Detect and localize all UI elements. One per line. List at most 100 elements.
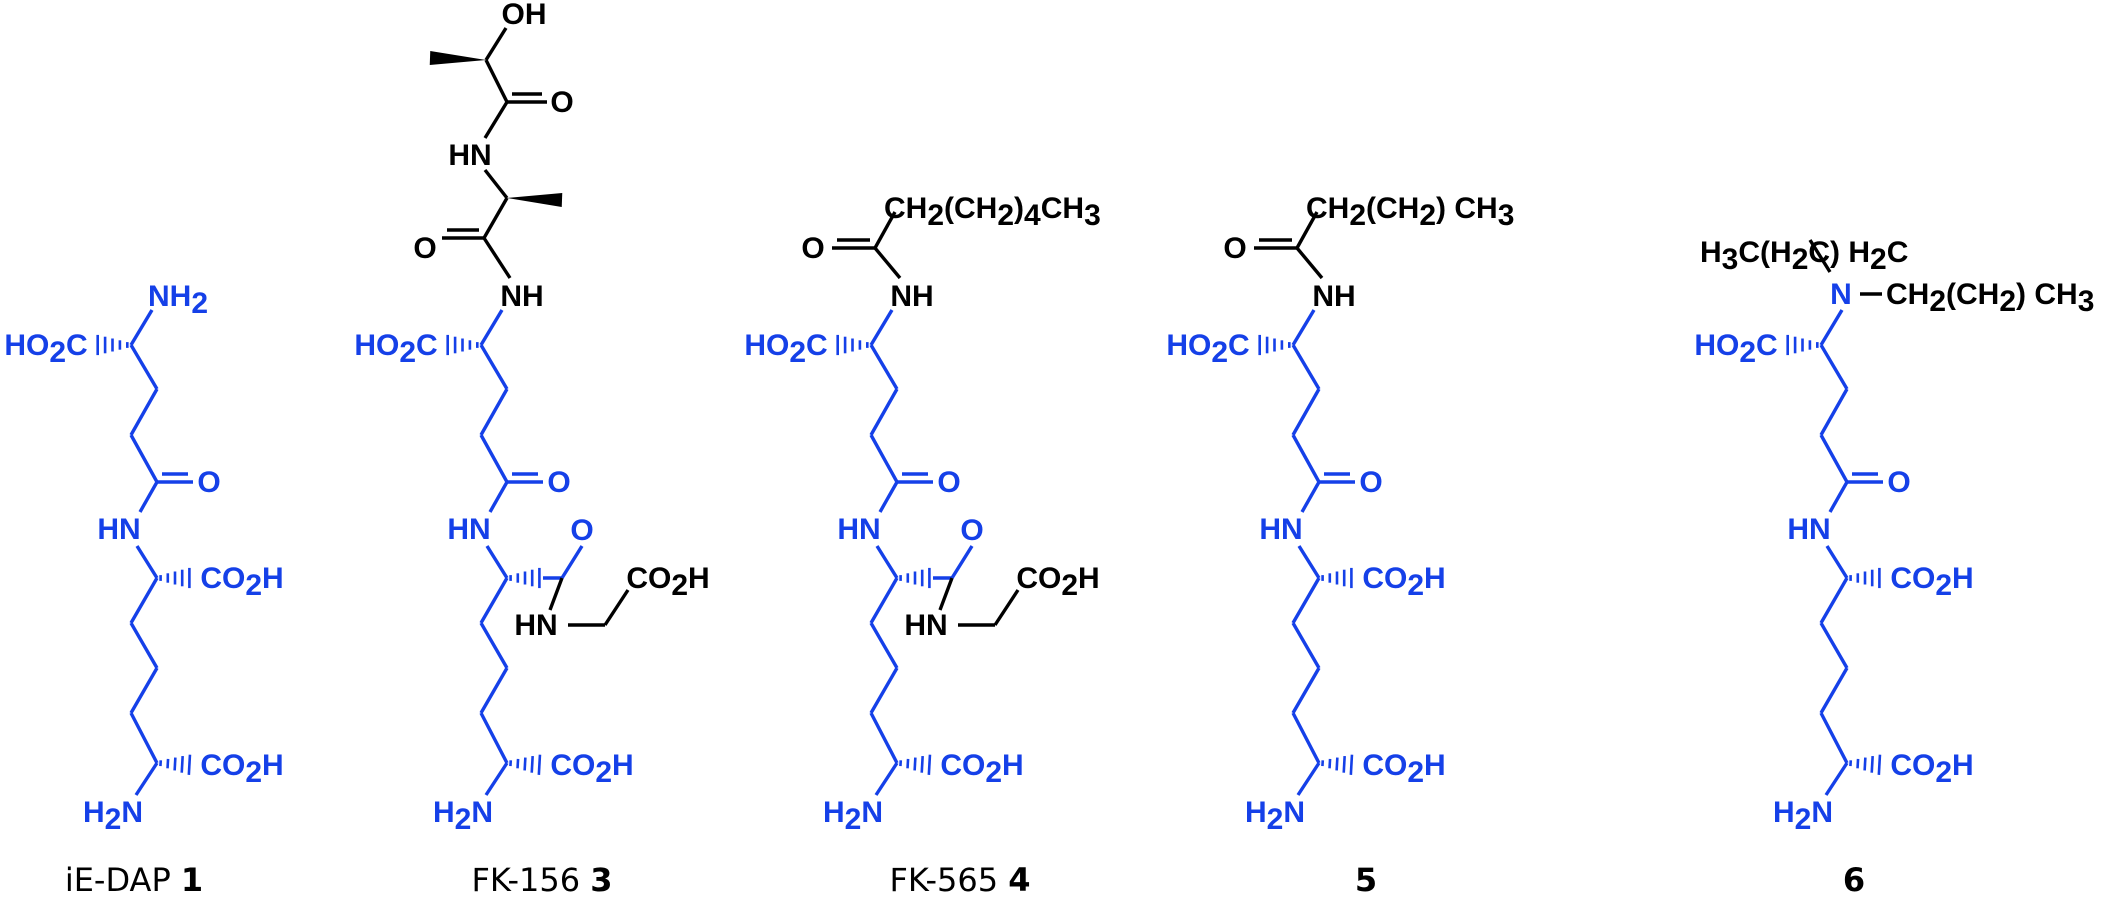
- amide-nh-label: HN: [1787, 513, 1830, 546]
- caption-compound-5: 5: [1355, 862, 1377, 898]
- single-bond: [1291, 622, 1321, 669]
- amine-label: NH2​: [148, 280, 208, 320]
- oxygen-label: O: [547, 466, 570, 499]
- single-bond: [134, 762, 159, 796]
- hashed-wedge-bond: [1321, 754, 1354, 775]
- hashed-wedge-bond: [509, 754, 542, 775]
- carboxyl-label: CO2​H: [200, 562, 283, 602]
- hash-stroke: [166, 758, 170, 769]
- hash-stroke: [920, 756, 924, 773]
- compound-name: iE-DAP: [64, 861, 171, 899]
- single-bond: [488, 481, 509, 513]
- single-bond: [1295, 246, 1324, 280]
- single-bond: [129, 309, 154, 346]
- solid-wedge-bond: [429, 51, 486, 65]
- compound-number: 4: [1008, 861, 1031, 899]
- hashed-wedge-bond: [1258, 334, 1291, 356]
- single-bond: [479, 388, 509, 436]
- single-bond: [479, 667, 509, 714]
- compound-name: FK-156: [471, 861, 581, 899]
- carboxyl-label: CO2​H: [1362, 562, 1445, 602]
- amide-nh-label: HN: [904, 609, 947, 642]
- compound-number: 1: [180, 861, 204, 899]
- single-bond: [482, 197, 509, 239]
- atom-label-layer: HO2​COHNCO2​HCO2​HH2​NNH2​HO2​COHNCO2​HH…: [4, 0, 2094, 836]
- compound-number: 3: [590, 861, 613, 899]
- compound-name: FK-565: [889, 861, 999, 899]
- single-bond: [1819, 622, 1849, 669]
- acyl-chain-label: CH2​(CH2​) CH3​: [1306, 192, 1514, 232]
- single-bond: [874, 762, 899, 796]
- hash-stroke: [1349, 754, 1354, 775]
- single-bond: [603, 589, 630, 626]
- hash-stroke: [516, 758, 520, 769]
- single-bond: [484, 27, 508, 61]
- oxygen-label: O: [413, 232, 436, 265]
- single-bond: [1819, 388, 1849, 436]
- single-bond: [938, 577, 954, 611]
- single-bond: [1819, 577, 1849, 624]
- amine-label: H2​N: [83, 796, 143, 836]
- single-bond: [1808, 239, 1832, 273]
- single-bond: [873, 211, 897, 249]
- hashed-wedge-bond: [159, 754, 192, 775]
- single-bond: [1828, 481, 1849, 513]
- single-bond: [869, 577, 899, 624]
- carboxyl-label: CO2​H: [1016, 562, 1099, 602]
- single-bond: [1300, 481, 1321, 513]
- carboxyl-label: CO2​H: [940, 749, 1023, 789]
- single-bond: [484, 762, 509, 796]
- hashed-wedge-bond: [1321, 567, 1353, 589]
- oxygen-label: O: [570, 514, 593, 547]
- single-bond: [1296, 762, 1321, 796]
- alkyl-chain-label: H3​C(H2​C) H2​C: [1700, 236, 1908, 276]
- compound-number: 6: [1842, 861, 1866, 899]
- single-bond: [1291, 577, 1321, 624]
- single-bond: [479, 344, 509, 390]
- single-bond: [479, 434, 509, 483]
- amide-nh-label: NH: [1312, 280, 1355, 313]
- single-bond: [129, 388, 159, 436]
- amide-nh-label: HN: [1259, 513, 1302, 546]
- hashed-wedge-bond: [1786, 334, 1819, 356]
- hash-stroke: [187, 754, 192, 775]
- single-bond: [1819, 344, 1849, 390]
- oxygen-label: O: [197, 466, 220, 499]
- single-bond: [129, 667, 159, 714]
- bond-layer: [96, 27, 1883, 796]
- single-bond: [1291, 344, 1321, 390]
- carboxyl-label: CO2​H: [1890, 562, 1973, 602]
- single-bond: [479, 712, 509, 764]
- single-bond: [1297, 545, 1321, 579]
- single-bond: [1291, 712, 1321, 764]
- single-bond: [1291, 667, 1321, 714]
- single-bond: [878, 481, 899, 513]
- single-bond: [483, 101, 509, 139]
- hash-stroke: [537, 754, 542, 775]
- hashed-wedge-bond: [1849, 567, 1881, 589]
- amine-label: H2​N: [1245, 796, 1305, 836]
- caption-compound-6: 6: [1843, 862, 1865, 898]
- hashed-wedge-bond: [159, 567, 191, 589]
- hashed-wedge-bond: [96, 334, 129, 356]
- carboxyl-label: CO2​H: [626, 562, 709, 602]
- single-bond: [1819, 309, 1844, 346]
- nitrogen-label: N: [1830, 278, 1852, 311]
- single-bond: [129, 344, 159, 390]
- single-bond: [135, 545, 159, 579]
- hashed-wedge-bond: [446, 334, 479, 356]
- single-bond: [484, 59, 509, 103]
- hash-stroke: [1863, 757, 1867, 771]
- hash-stroke: [1342, 756, 1346, 773]
- amide-nh-label: NH: [890, 280, 933, 313]
- amide-nh-label: HN: [447, 513, 490, 546]
- single-bond: [129, 622, 159, 669]
- oxygen-label: O: [1359, 466, 1382, 499]
- amine-label: H2​N: [433, 796, 493, 836]
- carboxyl-label: CO2​H: [200, 749, 283, 789]
- single-bond: [485, 545, 509, 579]
- single-bond: [479, 577, 509, 624]
- hydroxyl-label: OH: [502, 0, 547, 31]
- single-bond: [869, 344, 899, 390]
- carboxyl-label: HO2​C: [744, 329, 827, 369]
